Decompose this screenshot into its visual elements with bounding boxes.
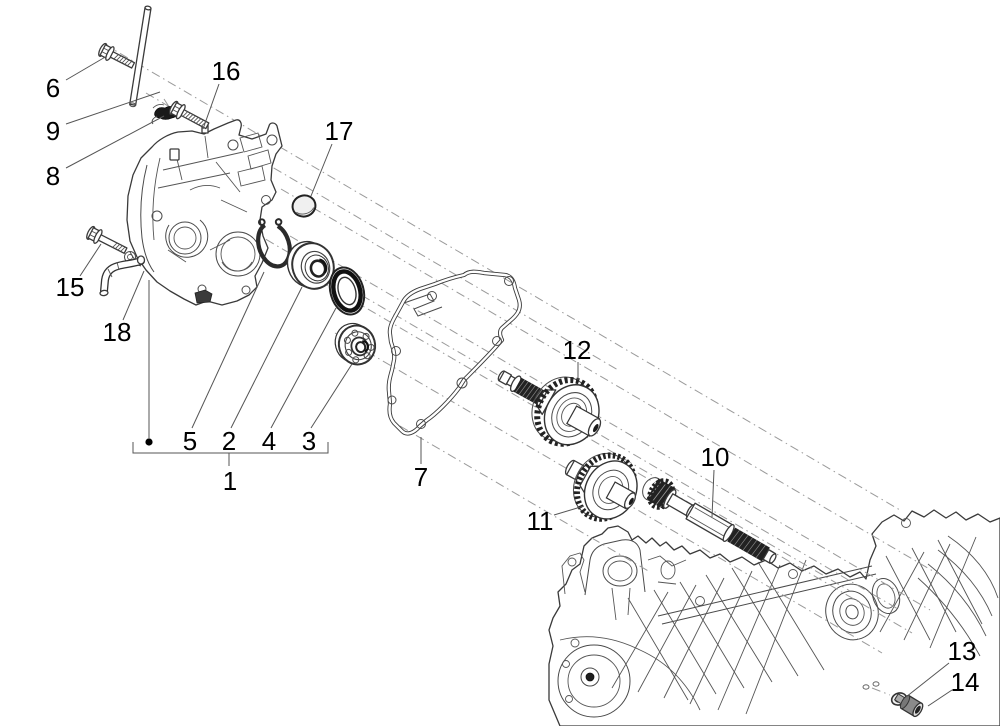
callout-leader-14	[927, 689, 953, 707]
callout-label-13: 13	[948, 636, 977, 666]
part-7-gasket	[386, 269, 522, 436]
axis-line-5	[289, 235, 931, 611]
callout-leader-9	[65, 91, 161, 125]
callout-leader-10	[711, 469, 715, 518]
part-18-breather-pipe	[99, 255, 146, 297]
part-16-stud-bolt	[168, 100, 210, 130]
callout-leader-2	[230, 286, 303, 429]
callout-label-1: 1	[223, 466, 237, 496]
part-9-breather-tube	[129, 5, 152, 108]
callout-leader-3	[310, 363, 353, 429]
axis-line-11	[871, 687, 891, 696]
axis-line-3	[280, 188, 939, 575]
callout-label-14: 14	[951, 667, 980, 697]
part-4-oil-seal	[328, 266, 366, 316]
callout-leader-16	[202, 83, 220, 130]
part-11-intermediate-gear	[564, 452, 638, 522]
callout-leader-17	[310, 143, 333, 197]
part-2-ball-bearing	[286, 240, 335, 290]
callout-leader-5	[191, 271, 265, 429]
callout-label-16: 16	[212, 56, 241, 86]
callout-leader-8	[65, 115, 165, 169]
axis-line-8	[637, 472, 913, 634]
callout-label-5: 5	[183, 426, 197, 456]
callout-label-15: 15	[56, 272, 85, 302]
callout-label-2: 2	[222, 426, 236, 456]
callout-label-7: 7	[414, 462, 428, 492]
callout-leader-18	[122, 270, 145, 321]
callout-label-9: 9	[46, 116, 60, 146]
part-3-small-ball-bearing	[334, 322, 377, 366]
callout-label-10: 10	[701, 442, 730, 472]
part-12-driven-gear-shaft	[497, 370, 602, 447]
group-bracket-dot	[145, 438, 153, 446]
part-17-cap-plug	[291, 194, 317, 218]
callout-leader-13	[905, 662, 950, 698]
callout-leader-15	[79, 243, 102, 277]
callout-label-4: 4	[262, 426, 276, 456]
callout-label-11: 11	[527, 506, 554, 536]
callout-label-17: 17	[325, 116, 354, 146]
part-14-socket-screw	[893, 693, 924, 718]
part-6-flanged-bolt	[98, 42, 136, 69]
callout-leader-6	[65, 55, 108, 81]
callout-label-8: 8	[46, 161, 60, 191]
part-gear-cover	[124, 119, 283, 306]
part-10-pinion-shaft	[642, 477, 777, 564]
group-bracket	[132, 442, 329, 466]
part-crankcase	[548, 509, 1000, 726]
part-15-flanged-bolt	[86, 225, 128, 254]
part-5-circlip	[256, 218, 292, 269]
axis-line-9	[399, 425, 651, 573]
callout-label-12: 12	[563, 335, 592, 365]
callout-leader-11	[553, 505, 585, 516]
callout-label-18: 18	[103, 317, 132, 347]
callout-label-6: 6	[46, 73, 60, 103]
callout-leader-4	[270, 307, 337, 429]
callout-label-3: 3	[302, 426, 316, 456]
